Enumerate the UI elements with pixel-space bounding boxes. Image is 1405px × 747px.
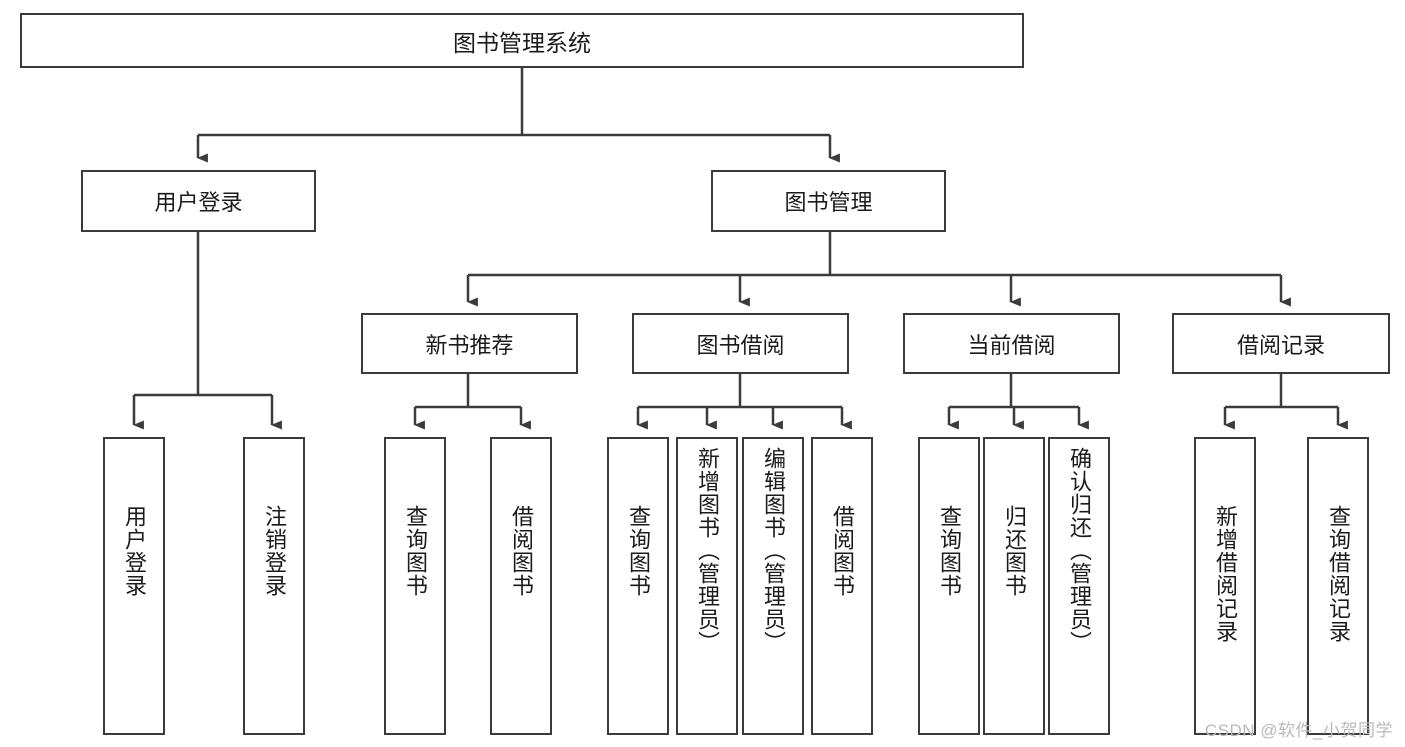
- watermark-text: CSDN @软件_小贺同学: [1204, 721, 1393, 740]
- leaf-borrow-record-query-record[interactable]: 查询借阅记录: [1307, 437, 1369, 735]
- node-label: 查询借阅记录: [1325, 505, 1351, 643]
- leaf-current-borrow-return-book[interactable]: 归还图书: [983, 437, 1045, 735]
- node-new-book-recommend[interactable]: 新书推荐: [361, 313, 578, 374]
- node-label: 注销登录: [261, 505, 287, 597]
- node-book-management[interactable]: 图书管理: [711, 170, 946, 232]
- leaf-user-login-logout[interactable]: 注销登录: [243, 437, 305, 735]
- leaf-book-borrow-edit-book-admin[interactable]: 编辑图书（管理员）: [742, 437, 804, 735]
- leaf-current-borrow-confirm-return-admin[interactable]: 确认归还（管理员）: [1048, 437, 1110, 735]
- node-label: 确认归还（管理员）: [1066, 447, 1092, 654]
- node-label: 新增图书（管理员）: [694, 447, 720, 654]
- node-label: 借阅图书: [829, 505, 855, 597]
- node-borrow-record[interactable]: 借阅记录: [1172, 313, 1390, 374]
- node-label: 新书推荐: [425, 332, 514, 358]
- leaf-new-book-query-book[interactable]: 查询图书: [384, 437, 446, 735]
- node-label: 归还图书: [1001, 505, 1027, 597]
- node-current-borrow[interactable]: 当前借阅: [903, 313, 1120, 374]
- node-book-borrow[interactable]: 图书借阅: [632, 313, 849, 374]
- leaf-new-book-borrow-book[interactable]: 借阅图书: [490, 437, 552, 735]
- leaf-borrow-record-add-record[interactable]: 新增借阅记录: [1194, 437, 1256, 735]
- node-label: 用户登录: [154, 190, 243, 215]
- node-label: 新增借阅记录: [1212, 505, 1238, 643]
- node-root-book-management-system[interactable]: 图书管理系统: [20, 13, 1024, 68]
- node-label: 借阅记录: [1236, 332, 1325, 358]
- leaf-book-borrow-borrow-book[interactable]: 借阅图书: [811, 437, 873, 735]
- node-label: 图书管理系统: [453, 29, 591, 56]
- leaf-current-borrow-query-book[interactable]: 查询图书: [918, 437, 980, 735]
- node-user-login[interactable]: 用户登录: [81, 170, 316, 232]
- node-label: 图书管理: [784, 190, 873, 215]
- leaf-book-borrow-query-book[interactable]: 查询图书: [607, 437, 669, 735]
- node-label: 编辑图书（管理员）: [760, 447, 786, 654]
- node-label: 查询图书: [625, 505, 651, 597]
- leaf-book-borrow-add-book-admin[interactable]: 新增图书（管理员）: [676, 437, 738, 735]
- leaf-user-login-login[interactable]: 用户登录: [103, 437, 165, 735]
- node-label: 查询图书: [936, 505, 962, 597]
- node-label: 用户登录: [121, 505, 147, 597]
- node-label: 借阅图书: [508, 505, 534, 597]
- node-label: 图书借阅: [696, 332, 785, 358]
- node-label: 当前借阅: [967, 332, 1056, 358]
- node-label: 查询图书: [402, 505, 428, 597]
